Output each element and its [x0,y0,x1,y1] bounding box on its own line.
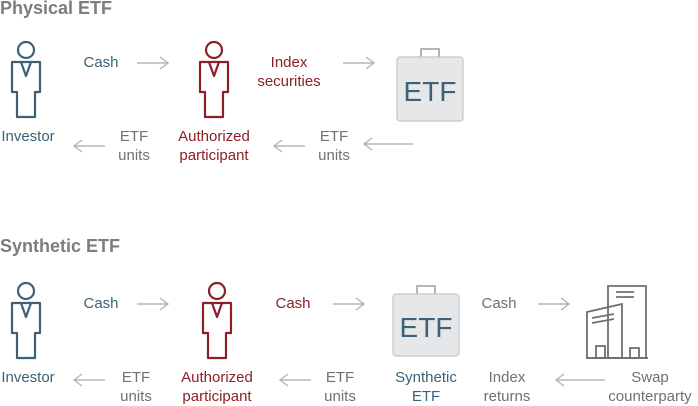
synthetic-units-label-2: ETF units [324,369,356,405]
physical-units-label-1: ETF units [118,128,150,164]
synthetic-etf-briefcase-icon: ETF [392,285,460,357]
synthetic-investor-label: Investor [1,369,55,386]
swap-counterparty-label: Swap counterparty [608,369,692,405]
svg-text:ETF: ETF [400,312,453,343]
physical-securities-label: Index securities [257,54,321,90]
synthetic-cash-arrow-2 [333,297,366,311]
physical-units-label-2: ETF units [318,128,350,164]
physical-cash-label: Cash [83,54,119,71]
synthetic-etf-label: Synthetic ETF [395,369,457,405]
synthetic-investor-person-icon [10,281,42,360]
synthetic-etf-title: Synthetic ETF [0,236,121,256]
physical-units-arrow-1 [72,139,105,153]
physical-etf-return-arrow [362,137,413,151]
synthetic-cash-arrow-1 [137,297,170,311]
physical-participant-person-icon [198,40,230,119]
investor-person-icon [10,40,42,119]
index-returns-arrow [554,373,605,387]
synthetic-participant-person-icon [201,281,233,360]
physical-cash-arrow [137,56,170,70]
physical-securities-arrow [343,56,376,70]
physical-etf-briefcase-icon: ETF [396,48,464,122]
synthetic-cash-arrow-3 [538,297,571,311]
physical-units-arrow-2 [272,139,305,153]
index-returns-label: Index returns [483,369,531,405]
physical-investor-label: Investor [1,128,55,145]
physical-participant-label: Authorized participant [178,128,250,164]
synthetic-cash-label-3: Cash [481,295,517,312]
synthetic-cash-label-2: Cash [275,295,311,312]
synthetic-participant-label: Authorized participant [181,369,253,405]
svg-text:ETF: ETF [404,76,457,107]
synthetic-cash-label-1: Cash [83,295,119,312]
swap-counterparty-building-icon [586,285,648,359]
synthetic-units-arrow-1 [72,373,105,387]
physical-etf-title: Physical ETF [0,0,113,18]
synthetic-units-label-1: ETF units [120,369,152,405]
synthetic-units-arrow-2 [278,373,311,387]
